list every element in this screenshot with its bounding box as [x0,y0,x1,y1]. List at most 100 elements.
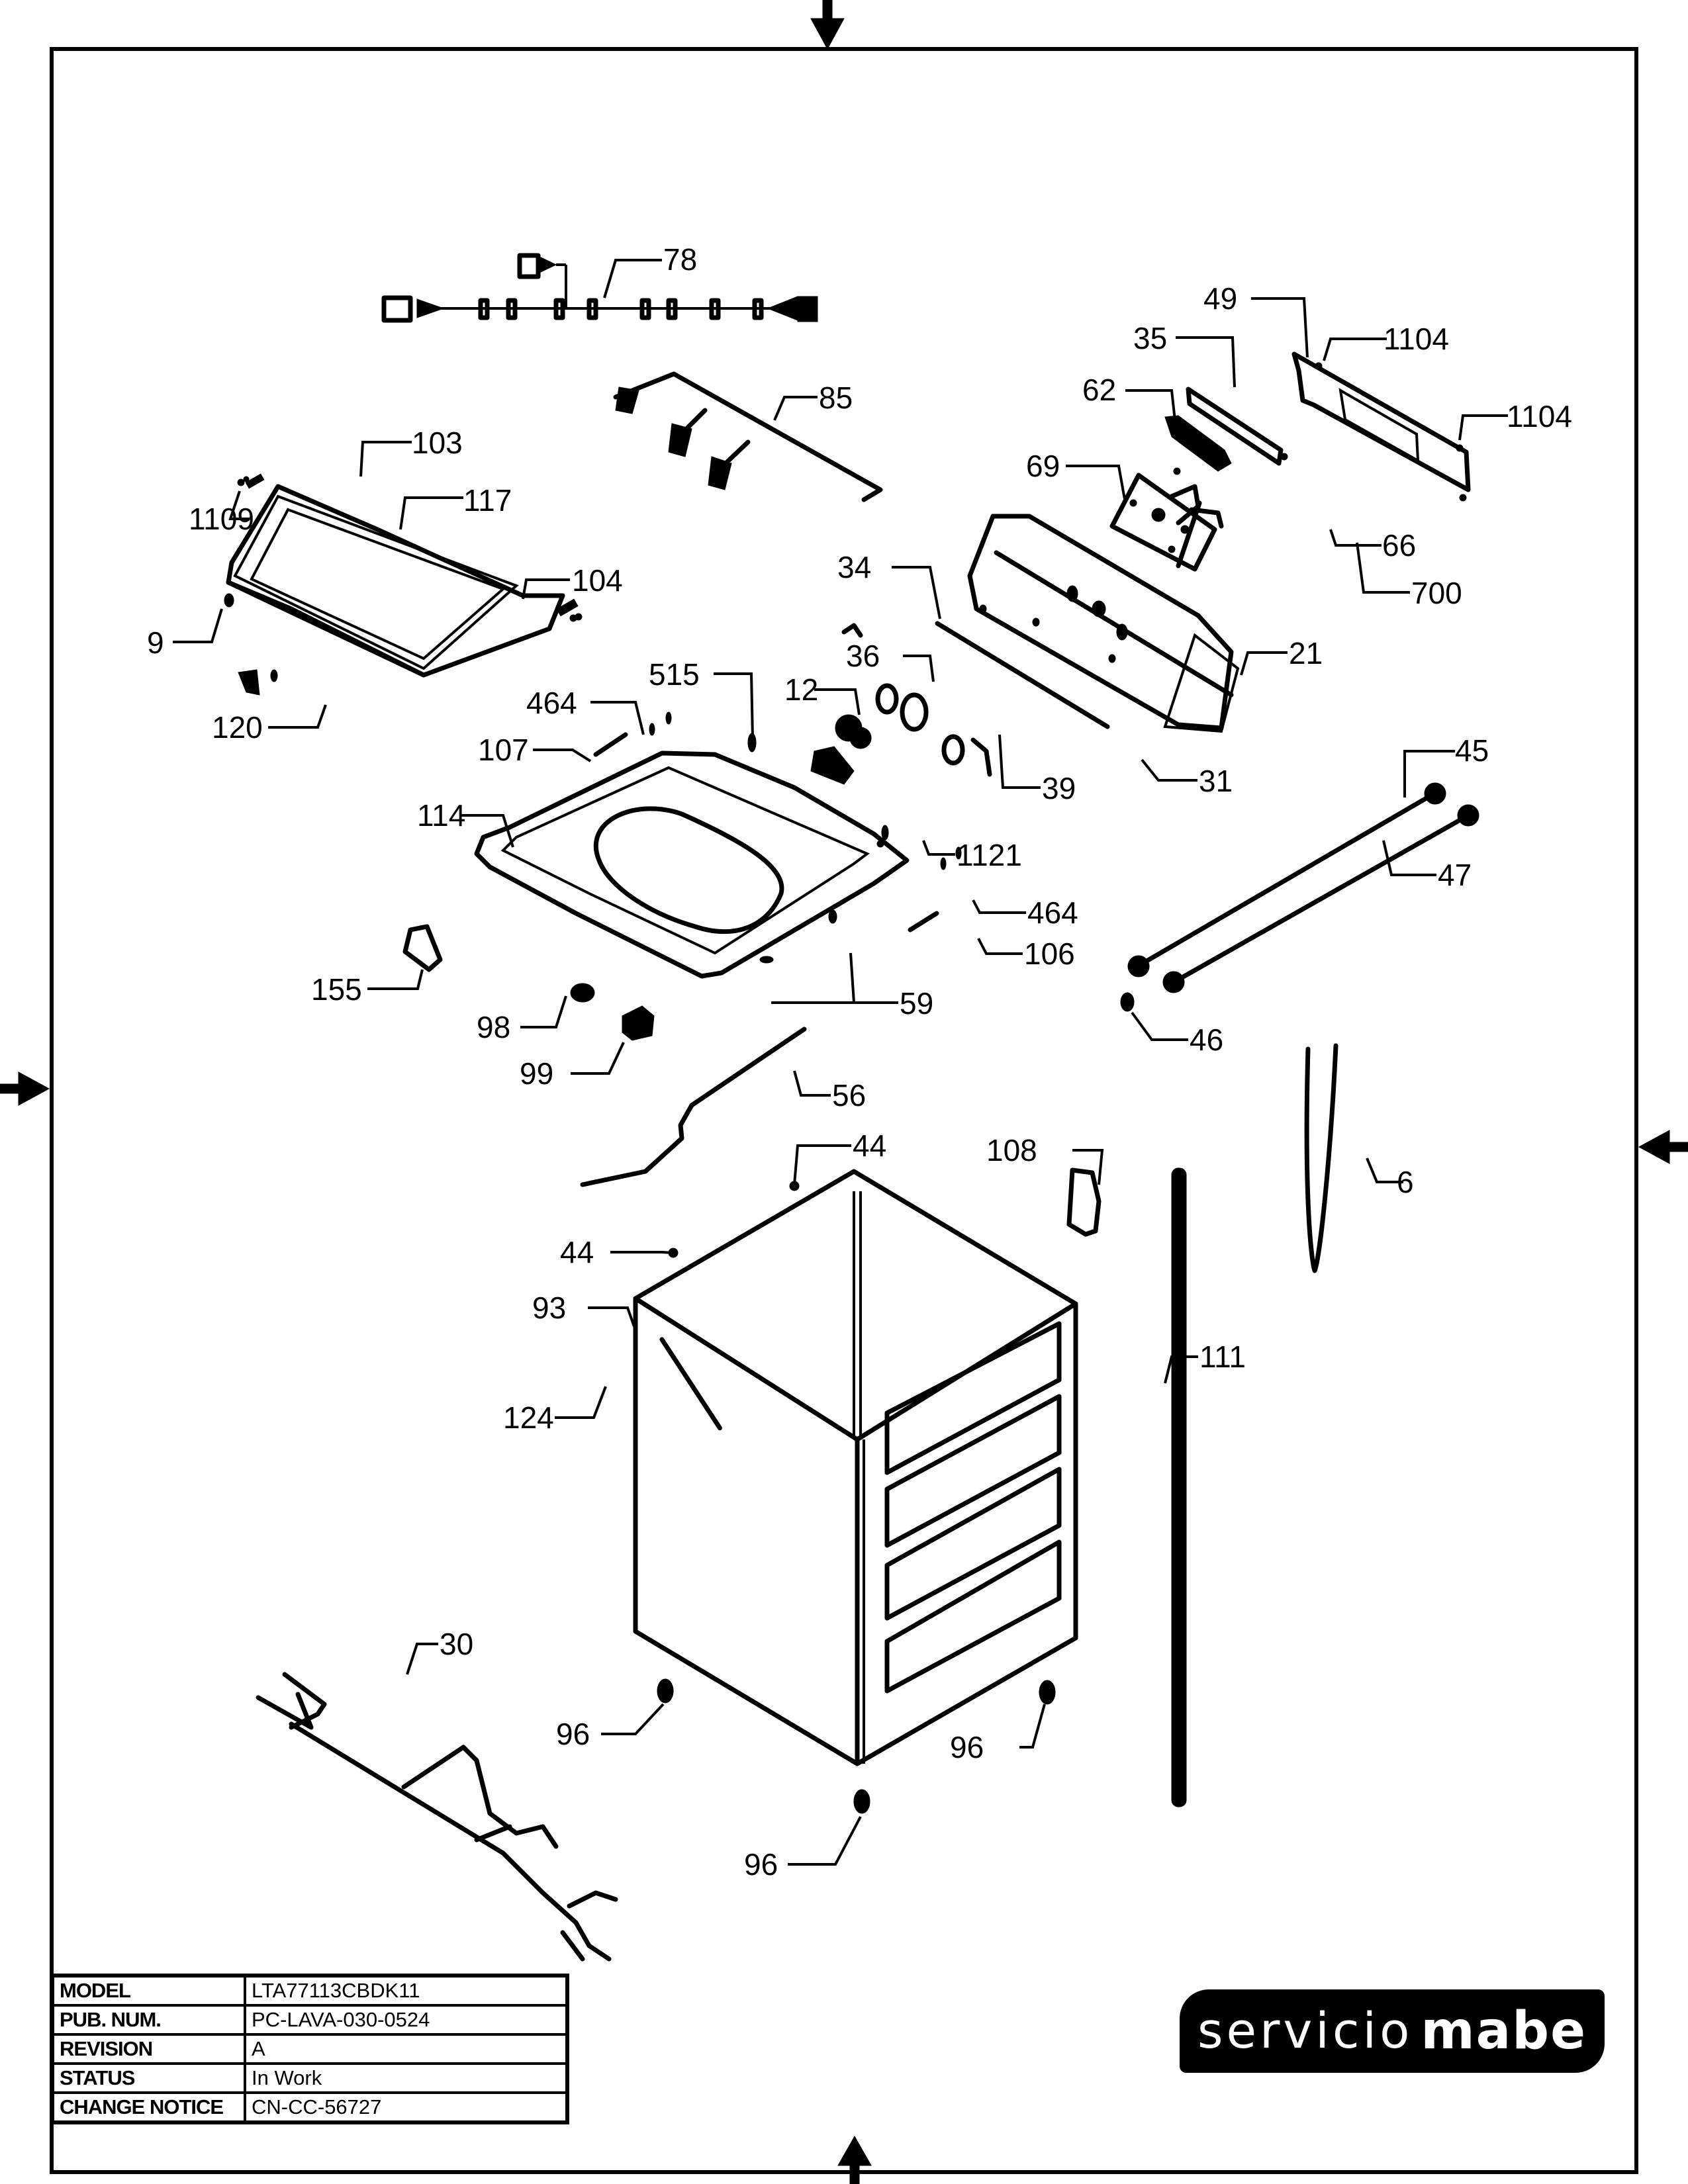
callout: 124 [503,1400,554,1435]
callout: 35 [1133,321,1167,355]
centering-arrow-top [810,0,845,50]
callout: 1104 [1383,322,1449,356]
part-35-window [1186,387,1284,466]
part-120-latch [238,669,278,696]
callout: 117 [463,483,512,518]
callout: 39 [1042,771,1076,805]
callout: 62 [1082,373,1116,407]
callout: 96 [950,1730,984,1764]
part-39-knob-ring [900,692,965,766]
part-93-cabinet [633,1169,1078,1766]
callout: 44 [853,1128,886,1163]
callout-labels: 78 85 49 35 1104 1104 62 103 117 1109 69… [147,242,1572,1882]
part-47-suspension-rod [1162,804,1479,993]
title-label: REVISION [51,2033,246,2065]
leader-lines [173,259,1508,1866]
callout: 515 [649,657,700,692]
title-label: MODEL [51,1974,246,2007]
centering-arrow-right [1638,1130,1688,1164]
callout: 47 [1438,858,1472,892]
callout: 59 [900,986,933,1021]
part-111-drain-column [1171,1167,1187,1807]
part-62-selector [1164,415,1232,472]
centering-arrow-left [0,1071,50,1106]
callout: 66 [1382,528,1416,563]
part-1104-screws [1173,362,1467,502]
callout: 106 [1024,936,1075,971]
servicio-mabe-logo: servicio mabe [1180,1989,1605,2073]
callout: 103 [412,426,463,460]
part-44-screws [668,1181,800,1258]
part-108-bracket [1066,1167,1102,1237]
callout: 34 [837,550,871,584]
title-value: A [244,2033,569,2065]
callout: 69 [1026,449,1060,483]
part-78-power-harness [381,253,818,323]
callout: 108 [986,1133,1037,1167]
part-9-screw [224,593,234,608]
title-value: PC-LAVA-030-0524 [244,2004,569,2036]
callout: 1104 [1507,399,1572,433]
part-155-bracket [402,924,443,972]
part-85-wire-harness [613,371,883,502]
part-98-cap [570,983,595,1003]
title-label: STATUS [51,2062,246,2094]
callout: 49 [1203,281,1237,316]
callout: 21 [1289,636,1323,670]
callout: 1109 [189,502,254,536]
drawing-border [50,47,1638,2174]
part-6-pressure-tube [1304,1043,1338,1273]
part-107-lid-switch [593,732,628,757]
part-34-trim-bar [935,621,1110,729]
title-row-pub-num: PUB. NUM. PC-LAVA-030-0524 [51,2004,569,2036]
title-value: LTA77113CBDK11 [244,1974,569,2007]
title-row-model: MODEL LTA77113CBDK11 [51,1974,569,2007]
callout: 45 [1455,733,1489,768]
callout: 44 [560,1235,594,1269]
part-59-clips [759,909,837,964]
title-block: MODEL LTA77113CBDK11 PUB. NUM. PC-LAVA-0… [50,1974,569,2124]
logo-text-light: servicio [1197,2003,1413,2060]
part-36-knob-ring [875,683,899,715]
part-31-hose-elbow [841,623,992,777]
title-label: PUB. NUM. [51,2004,246,2036]
title-value: CN-CC-56727 [244,2091,569,2124]
title-row-change-notice: CHANGE NOTICE CN-CC-56727 [51,2091,569,2124]
part-69-control-board [1109,473,1217,572]
callout: 464 [1027,895,1078,930]
title-value: In Work [244,2062,569,2094]
callout: 6 [1397,1165,1414,1199]
callout: 46 [1190,1023,1223,1057]
callout: 464 [526,686,577,720]
callout: 31 [1199,764,1233,798]
callout: 36 [846,639,880,673]
part-104-hinge [556,598,583,622]
callout: 85 [819,381,853,415]
callout: 96 [744,1847,778,1882]
part-21-control-console [967,514,1240,733]
part-99-actuator [622,1005,655,1041]
part-45-suspension-rod [1127,782,1446,978]
centering-arrow-bottom [837,2135,872,2184]
callout: 155 [311,972,362,1007]
logo-text-bold: mabe [1421,2001,1587,2061]
callout: 78 [663,242,697,277]
callout: 1121 [957,838,1022,872]
callout: 93 [532,1291,566,1325]
callout: 30 [440,1627,473,1661]
callout: 96 [556,1717,590,1751]
callout: 99 [520,1056,553,1091]
part-114-top-frame [474,751,910,979]
part-96-feet [657,1678,1056,1814]
part-66-700-hose-assembly [1169,484,1224,569]
part-1121-screw [876,825,889,848]
part-49-faceplate [1291,351,1471,492]
part-12-inlet-valve [810,714,872,785]
callout: 111 [1199,1340,1246,1374]
part-117-lid [226,484,565,678]
part-1109-screws [237,476,250,486]
callout: 98 [477,1010,510,1044]
title-row-status: STATUS In Work [51,2062,569,2094]
part-106-lock [908,911,939,933]
